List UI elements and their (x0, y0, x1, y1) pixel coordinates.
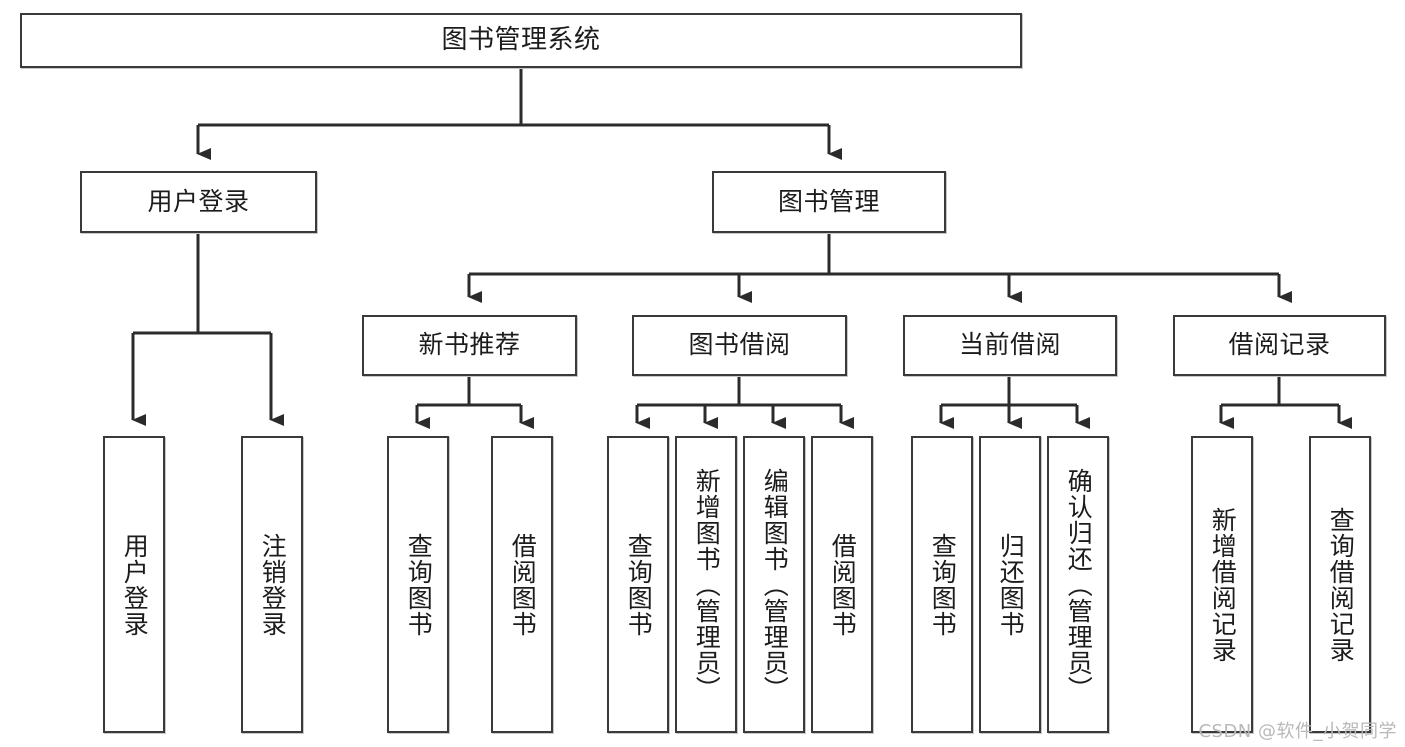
leaf-add-book-admin[interactable]: 新增图书（管理员） (675, 436, 737, 733)
leaf-logout[interactable]: 注销登录 (241, 436, 303, 733)
node-borrow-record[interactable]: 借阅记录 (1173, 315, 1386, 376)
leaf-query-borrow-record-label: 查询借阅记录 (1326, 506, 1356, 663)
leaf-borrow-book-recommend[interactable]: 借阅图书 (491, 436, 553, 733)
leaf-add-book-admin-label: 新增图书（管理员） (692, 467, 722, 702)
node-new-book-recommend-label: 新书推荐 (418, 330, 521, 360)
leaf-user-login-label: 用户登录 (120, 532, 150, 637)
node-book-management-label: 图书管理 (777, 186, 880, 216)
leaf-query-borrow-record[interactable]: 查询借阅记录 (1309, 436, 1371, 733)
leaf-borrow-book-recommend-label: 借阅图书 (508, 532, 538, 637)
node-new-book-recommend[interactable]: 新书推荐 (362, 315, 577, 376)
leaf-add-borrow-record[interactable]: 新增借阅记录 (1191, 436, 1253, 733)
leaf-query-book-current[interactable]: 查询图书 (911, 436, 973, 733)
leaf-query-book-current-label: 查询图书 (928, 532, 958, 637)
node-current-borrow-label: 当前借阅 (958, 330, 1061, 360)
leaf-edit-book-admin[interactable]: 编辑图书（管理员） (743, 436, 805, 733)
node-current-borrow[interactable]: 当前借阅 (903, 315, 1117, 376)
leaf-add-borrow-record-label: 新增借阅记录 (1208, 506, 1238, 663)
node-book-management[interactable]: 图书管理 (712, 171, 946, 233)
leaf-borrow-book-label: 借阅图书 (828, 532, 858, 637)
node-book-borrow[interactable]: 图书借阅 (632, 315, 847, 376)
leaf-confirm-return-admin[interactable]: 确认归还（管理员） (1047, 436, 1109, 733)
leaf-edit-book-admin-label: 编辑图书（管理员） (760, 467, 790, 702)
node-book-borrow-label: 图书借阅 (688, 330, 791, 360)
node-user-login-label: 用户登录 (147, 186, 250, 216)
leaf-logout-label: 注销登录 (258, 532, 288, 637)
leaf-return-book-label: 归还图书 (996, 532, 1026, 637)
node-root-label: 图书管理系统 (441, 24, 601, 55)
leaf-user-login[interactable]: 用户登录 (103, 436, 165, 733)
leaf-return-book[interactable]: 归还图书 (979, 436, 1041, 733)
leaf-query-book-recommend-label: 查询图书 (404, 532, 434, 637)
watermark-text: CSDN @软件_小贺同学 (1198, 721, 1397, 742)
leaf-query-book[interactable]: 查询图书 (607, 436, 669, 733)
leaf-query-book-recommend[interactable]: 查询图书 (387, 436, 449, 733)
node-root[interactable]: 图书管理系统 (20, 13, 1022, 68)
leaf-borrow-book[interactable]: 借阅图书 (811, 436, 873, 733)
node-borrow-record-label: 借阅记录 (1228, 330, 1331, 360)
leaf-query-book-label: 查询图书 (624, 532, 654, 637)
node-user-login[interactable]: 用户登录 (80, 171, 317, 233)
leaf-confirm-return-admin-label: 确认归还（管理员） (1064, 467, 1094, 702)
